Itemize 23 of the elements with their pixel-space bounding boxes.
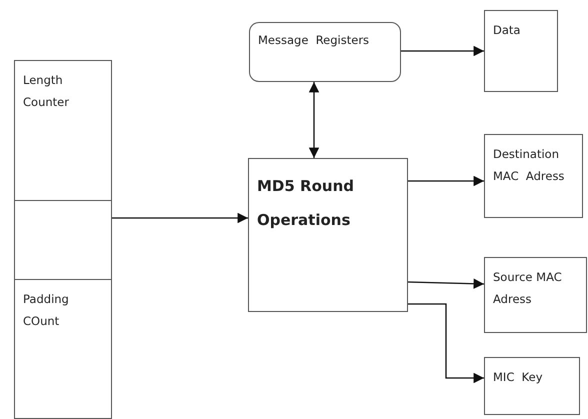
arrow xyxy=(112,212,248,224)
process-box xyxy=(248,158,408,312)
node-label: Data xyxy=(493,22,522,39)
node-label: MD5 Round Operations xyxy=(257,176,355,231)
arrow xyxy=(408,303,484,384)
node-label: MIC Key xyxy=(493,369,544,386)
arrow xyxy=(308,82,320,158)
counter-box xyxy=(14,279,112,419)
arrow xyxy=(401,46,484,56)
node-label: Source MAC Adress xyxy=(493,269,563,308)
output-box xyxy=(484,257,587,333)
node-label: Message Registers xyxy=(258,32,370,49)
register-box xyxy=(249,22,401,82)
counter-box xyxy=(14,60,112,201)
output-box xyxy=(484,10,558,92)
output-box xyxy=(484,357,580,415)
arrow xyxy=(408,278,484,289)
node-label: Padding COunt xyxy=(23,291,70,330)
node-label: Length Counter xyxy=(23,72,70,111)
node-label: Destination MAC Adress xyxy=(493,146,566,185)
empty-box xyxy=(14,200,112,280)
output-box xyxy=(484,134,583,218)
arrow xyxy=(408,176,484,186)
